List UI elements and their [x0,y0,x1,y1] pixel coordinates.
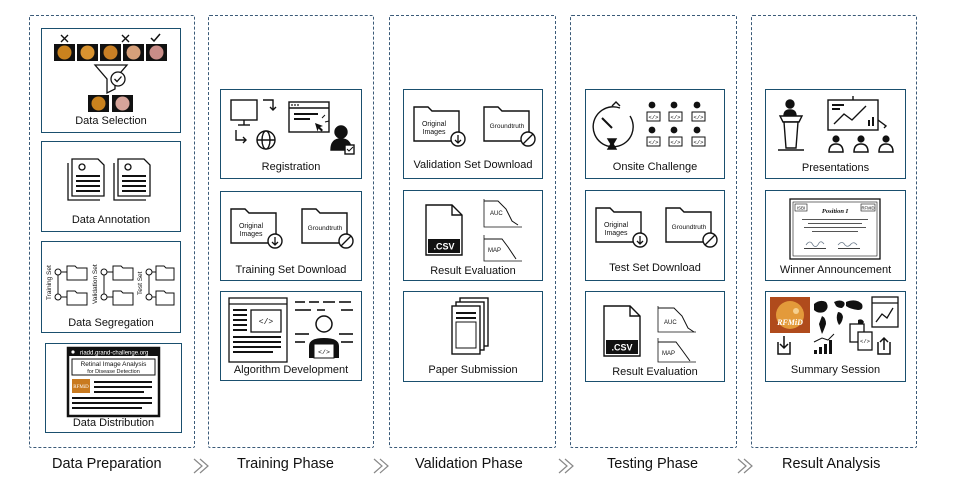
map-label: MAP [662,351,675,357]
result-evaluation-icon: .CSV AUC MAP [425,199,522,262]
folder-label-original-1: Original [239,223,264,230]
card-label: Result Evaluation [430,265,516,277]
card-label: Data Distribution [72,417,155,429]
registration-icon [230,99,355,155]
card-test-set-download: Original Images Groundtruth Test Set Dow… [585,190,725,281]
chevron-right-icon [737,458,753,474]
dist-title-2: for Disease Detection [87,369,140,375]
card-training-set-download: Original Images Groundtruth Training Set… [220,191,362,281]
phase-result-analysis [751,15,917,448]
data-selection-icon [54,33,167,112]
csv-label: .CSV [611,343,632,353]
card-label: Validation Set Download [413,159,533,171]
chevron-right-icon [193,458,209,474]
folder-label-groundtruth: Groundtruth [308,225,343,232]
csv-label: .CSV [433,242,454,252]
code-glyph: </> [694,139,704,146]
cert-logo-right: RFMiD [861,206,874,211]
chevron-right-icon [558,458,574,474]
card-onsite-challenge: </> </> </> </> </> </> Onsite Challenge [585,89,725,179]
card-label: Algorithm Development [233,364,349,376]
summary-session-icon: RFMiD </> [770,296,899,355]
dataset-download-icon: Original Images Groundtruth [413,106,536,147]
card-label: Training Set Download [235,264,347,276]
phase-title-validation: Validation Phase [415,456,523,472]
cert-title: Position I [822,208,849,215]
dist-title-1: Retinal Image Analysis [81,361,148,368]
card-registration: Registration [220,89,362,179]
auc-label: AUC [490,211,503,217]
map-label: MAP [488,248,501,254]
document-annotation-icon [67,158,151,201]
folder-label-groundtruth: Groundtruth [672,224,707,231]
seg-label-train: Training Set [46,265,53,300]
card-winner-announcement: ISBI RFMiD Position I Winner Announcemen… [765,190,906,281]
code-glyph: </> [649,139,659,146]
seg-label-val: Validation Set [92,264,99,304]
card-label: Result Evaluation [612,366,698,378]
code-glyph: </> [649,114,659,121]
dataset-split-icon: Training Set Validation Set Test Set [46,264,175,306]
card-data-distribution: riadd.grand-challenge.org Retinal Image … [45,343,182,433]
website-distribution-icon: riadd.grand-challenge.org Retinal Image … [66,346,161,418]
card-label: Summary Session [790,364,881,376]
card-algorithm-development: </> </> Algorithm Development [220,291,362,381]
phase-title-testing: Testing Phase [607,456,699,472]
phase-title-data-preparation: Data Preparation [52,456,162,472]
summary-logo: RFMiD [776,318,803,327]
card-summary-session: RFMiD </> Summary Session [765,291,906,382]
dataset-download-icon: Original Images Groundtruth [230,208,354,249]
card-label: Data Selection [75,115,147,127]
phase-title-training: Training Phase [237,456,334,472]
dist-logo: RFMiD [73,385,89,390]
card-data-annotation: Data Annotation [41,141,181,232]
phase-validation [389,15,556,448]
card-label: Data Annotation [71,214,151,226]
card-data-selection: Data Selection [41,28,181,133]
chevron-right-icon [373,458,389,474]
folder-label-original-2: Images [605,230,628,237]
folder-label-original-1: Original [422,121,447,128]
card-label: Winner Announcement [779,264,892,276]
code-glyph: </> [694,114,704,121]
folder-label-original-2: Images [423,129,446,136]
onsite-challenge-icon: </> </> </> </> </> </> [592,101,706,150]
card-label: Registration [261,161,321,173]
result-evaluation-icon: .CSV AUC MAP [603,305,696,363]
code-glyph: </> [860,338,870,345]
code-glyph-laptop: </> [318,349,330,356]
card-label: Onsite Challenge [612,161,698,173]
paper-icon [451,297,489,355]
card-presentations: Presentations [765,89,906,179]
code-glyph: </> [671,139,681,146]
folder-label-original-1: Original [604,222,629,229]
dist-url: riadd.grand-challenge.org [80,351,148,357]
phase-training [208,15,374,448]
card-label: Paper Submission [428,364,518,376]
card-result-evaluation-val: .CSV AUC MAP Result Evaluation [403,190,543,281]
card-paper-submission: Paper Submission [403,291,543,382]
code-glyph: </> [671,114,681,121]
card-validation-set-download: Original Images Groundtruth Validation S… [403,89,543,179]
code-development-icon: </> </> [228,297,353,363]
phase-title-result-analysis: Result Analysis [782,456,881,472]
card-label: Data Segregation [68,317,154,329]
code-glyph: </> [259,318,274,327]
phase-data-preparation [29,15,195,448]
presentation-icon [778,96,894,153]
card-result-evaluation-test: .CSV AUC MAP Result Evaluation [585,291,725,382]
cert-logo-left: ISBI [797,206,806,211]
card-data-segregation: Training Set Validation Set Test Set Dat… [41,241,181,333]
certificate-icon: ISBI RFMiD Position I [789,198,881,260]
folder-label-groundtruth: Groundtruth [490,123,525,130]
seg-label-test: Test Set [137,271,144,295]
folder-label-original-2: Images [240,231,263,238]
auc-label: AUC [664,320,677,326]
card-label: Presentations [801,162,870,174]
dataset-download-icon: Original Images Groundtruth [595,207,718,248]
phase-testing [570,15,737,448]
card-label: Test Set Download [609,262,701,274]
